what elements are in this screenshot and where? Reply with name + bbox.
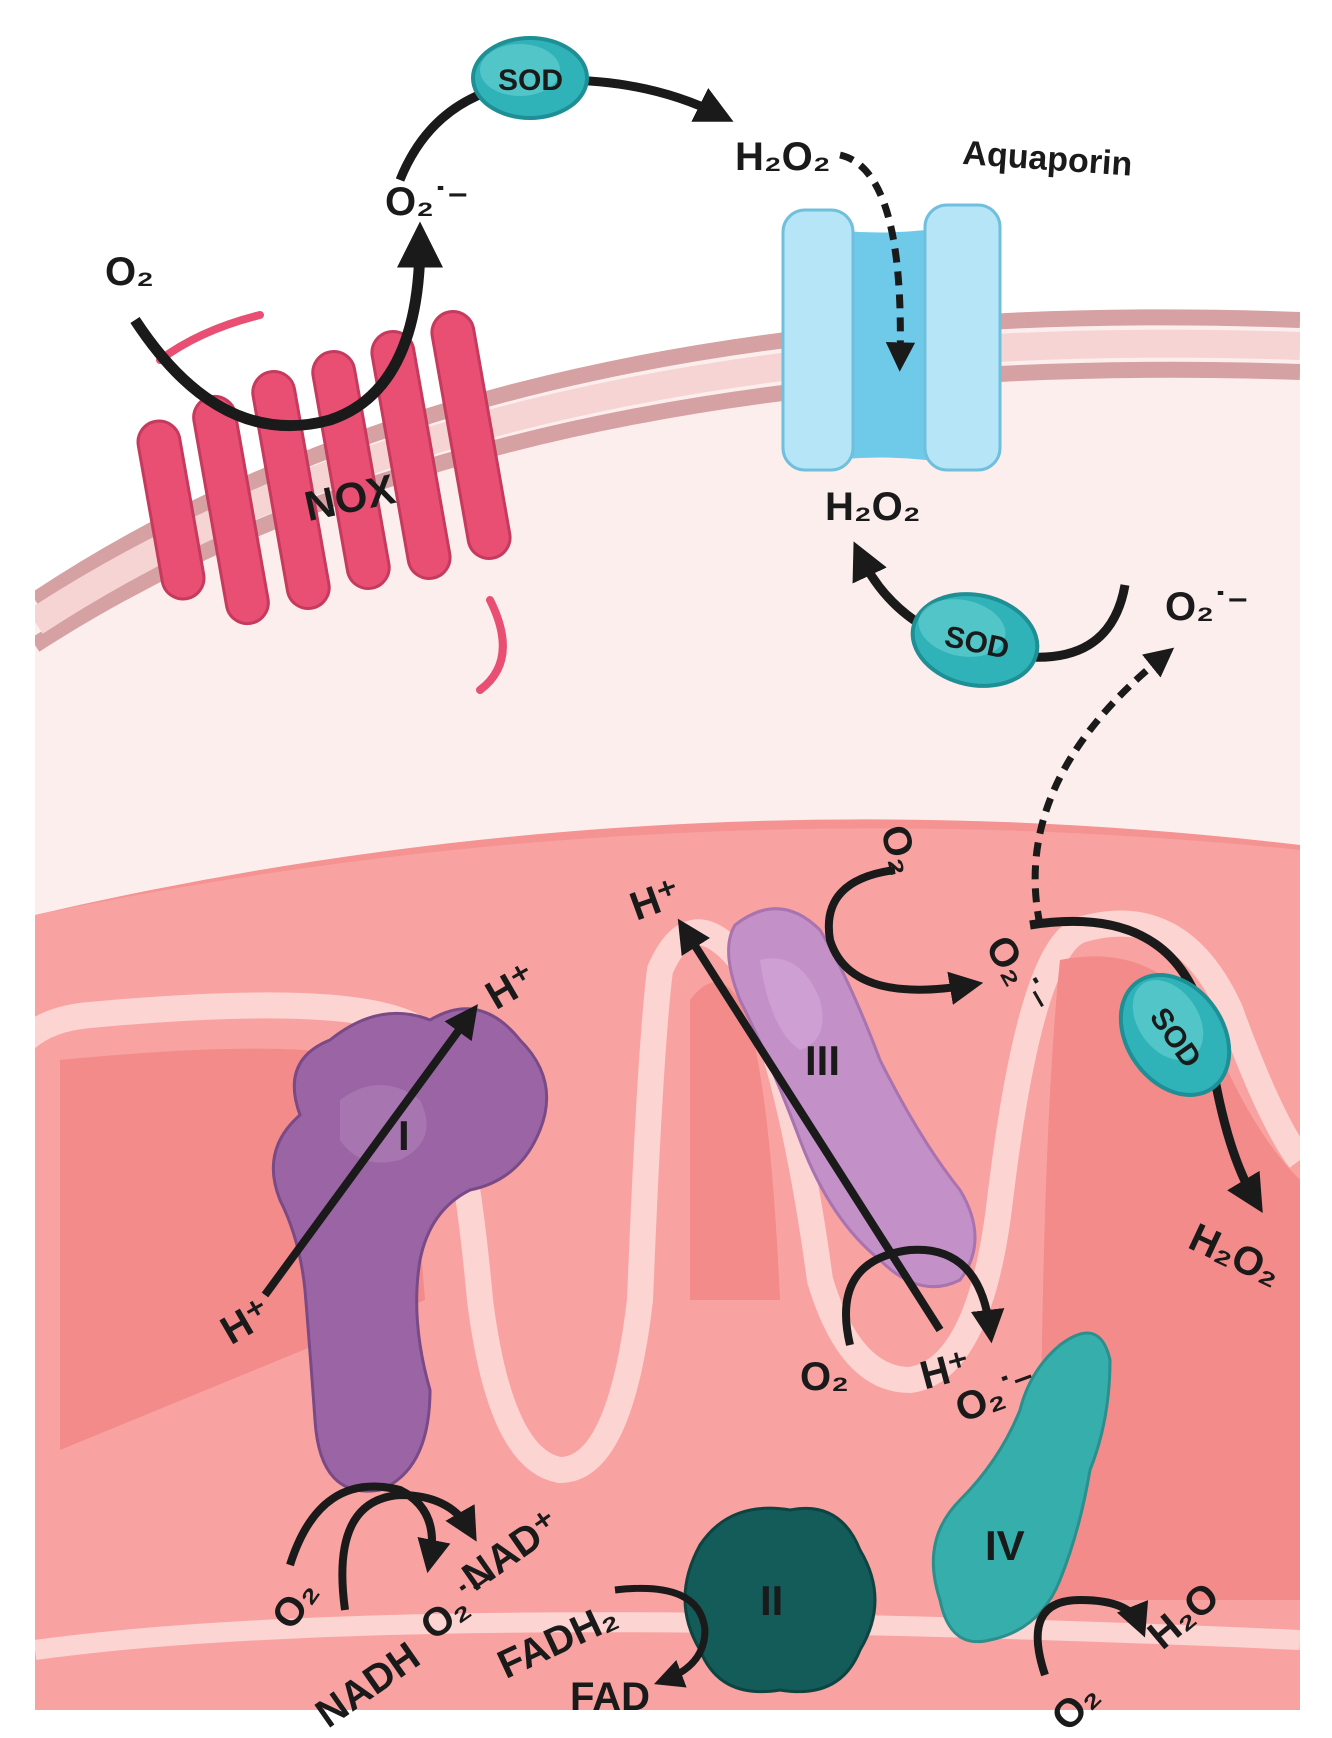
aquaporin-channel bbox=[781, 203, 1002, 472]
fad-label: FAD bbox=[570, 1675, 650, 1719]
cristae-lumen-2 bbox=[1040, 956, 1300, 1600]
complex-3-label: III bbox=[805, 1037, 840, 1084]
cytosol-superoxide-label: O₂˙⁻ bbox=[1165, 585, 1248, 629]
top-h2o2-label: H₂O₂ bbox=[735, 135, 831, 179]
complex-3-proton-arrow bbox=[677, 918, 944, 1333]
complex-1: I bbox=[271, 1007, 549, 1493]
complex-3-bottom-o2-arrow bbox=[842, 1245, 1005, 1346]
complex-4-label: IV bbox=[985, 1522, 1025, 1569]
mito-efflux-dashed-arrow bbox=[1031, 647, 1175, 926]
complex-1-label: I bbox=[398, 1112, 410, 1159]
complex-1-nadh-arrow bbox=[338, 1490, 477, 1611]
mid-h2o2-label: H₂O₂ bbox=[825, 485, 921, 529]
nox-arrow bbox=[130, 221, 444, 432]
complex-1-o2-arrow bbox=[286, 1482, 451, 1574]
cristae-lumen-3 bbox=[690, 982, 780, 1300]
nox-loop-top bbox=[156, 311, 264, 364]
top-sod: SOD bbox=[471, 36, 589, 120]
complex-2-label: II bbox=[760, 1577, 783, 1624]
cristae-lower bbox=[35, 1612, 1300, 1660]
nox-protein: NOX bbox=[136, 310, 512, 694]
nox-o2-label: O₂ bbox=[105, 250, 154, 294]
nox-loop-bottom bbox=[476, 596, 507, 694]
complex-4: IV bbox=[931, 1331, 1112, 1644]
ims-sod: SOD bbox=[1118, 973, 1232, 1097]
complex-3-bottom-o2-label: O₂ bbox=[800, 1355, 849, 1399]
complex-4-arrow bbox=[1033, 1595, 1149, 1677]
complex-2: II bbox=[683, 1506, 877, 1694]
top-sod-label: SOD bbox=[498, 64, 563, 97]
mid-sod: SOD bbox=[910, 592, 1040, 688]
complex-2-arrow bbox=[614, 1584, 709, 1688]
nox-superoxide-label: O₂˙⁻ bbox=[385, 180, 468, 224]
complex-1-proton-arrow bbox=[261, 1004, 478, 1298]
complex-3-top-o2-arrow bbox=[824, 866, 984, 1005]
aquaporin-dashed-arrow bbox=[839, 151, 916, 372]
